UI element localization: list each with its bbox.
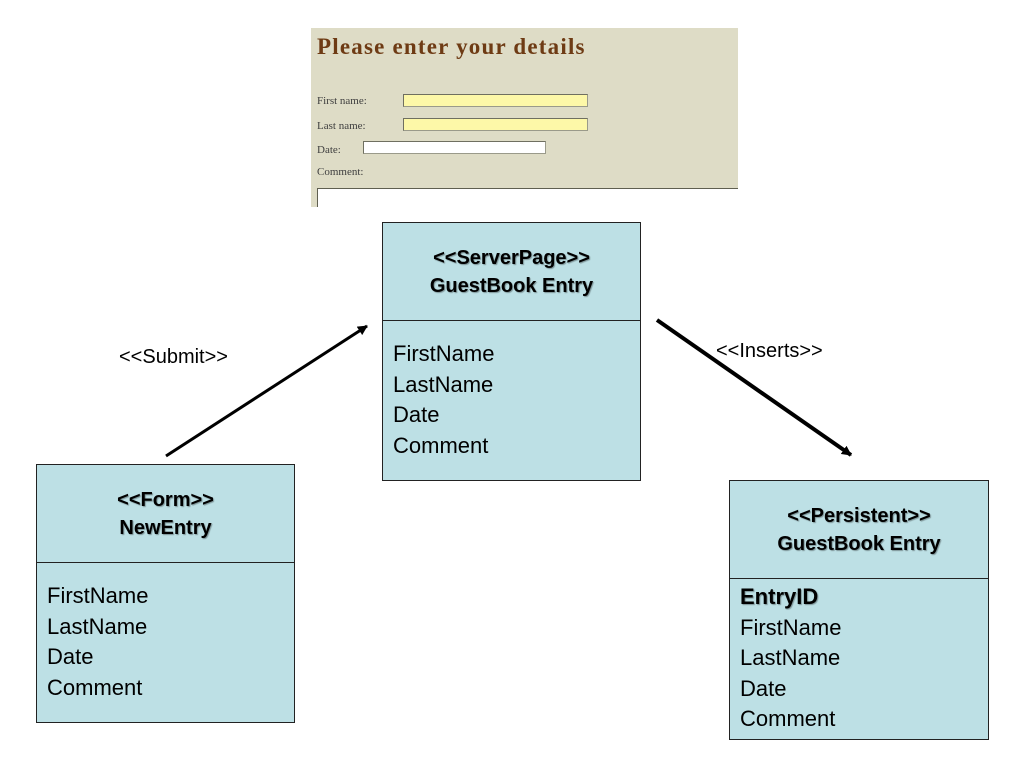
attribute: Comment xyxy=(47,674,143,700)
serverpage-name: GuestBook Entry xyxy=(429,274,594,297)
attribute: Comment xyxy=(393,432,489,458)
submit-arrow xyxy=(165,324,368,458)
attribute: LastName xyxy=(740,645,841,670)
attribute: FirstName xyxy=(47,583,149,608)
form-class-header: <<Form>> NewEntry xyxy=(37,465,294,563)
comment-row: Comment: xyxy=(317,166,363,178)
serverpage-class: <<ServerPage>> GuestBook Entry FirstName… xyxy=(382,222,641,481)
attribute: FirstName xyxy=(393,341,495,366)
first-name-label: First name: xyxy=(317,95,367,107)
persistent-attributes: EntryID FirstName LastName Date Comment xyxy=(730,579,988,735)
serverpage-attributes: FirstName LastName Date Comment xyxy=(383,321,640,461)
persistent-class: <<Persistent>> GuestBook Entry EntryID F… xyxy=(729,480,989,740)
primary-key-attribute: EntryID xyxy=(740,584,819,609)
date-label: Date: xyxy=(317,144,341,156)
last-name-label: Last name: xyxy=(317,120,366,132)
form-class: <<Form>> NewEntry FirstName LastName Dat… xyxy=(36,464,295,723)
last-name-field[interactable] xyxy=(403,118,588,131)
comment-label: Comment: xyxy=(317,166,364,178)
serverpage-class-header: <<ServerPage>> GuestBook Entry xyxy=(383,223,640,321)
persistent-stereotype: <<Persistent>> xyxy=(787,504,931,527)
attribute: FirstName xyxy=(740,614,842,640)
serverpage-stereotype: <<ServerPage>> xyxy=(433,246,590,269)
first-name-field[interactable] xyxy=(403,94,588,107)
attribute: Date xyxy=(47,644,94,669)
last-name-row: Last name: xyxy=(317,120,366,132)
submit-label: <<Submit>> xyxy=(119,346,228,368)
attribute: Date xyxy=(393,402,440,427)
date-field[interactable] xyxy=(363,141,546,154)
form-name: NewEntry xyxy=(119,516,212,539)
persistent-name: GuestBook Entry xyxy=(777,532,941,555)
persistent-class-header: <<Persistent>> GuestBook Entry xyxy=(730,481,988,579)
first-name-row: First name: xyxy=(317,95,367,107)
date-row: Date: xyxy=(317,144,341,156)
form-attributes: FirstName LastName Date Comment xyxy=(37,563,294,703)
attribute: LastName xyxy=(47,613,148,639)
comment-textarea[interactable] xyxy=(317,188,738,207)
web-form-screenshot: Please enter your details First name: La… xyxy=(311,28,738,207)
attribute: Comment xyxy=(740,706,836,731)
form-title: Please enter your details xyxy=(317,34,586,59)
attribute: Date xyxy=(740,675,787,701)
inserts-arrow xyxy=(655,318,853,457)
attribute: LastName xyxy=(393,371,494,397)
inserts-label: <<Inserts>> xyxy=(716,340,823,362)
form-stereotype: <<Form>> xyxy=(117,488,214,511)
